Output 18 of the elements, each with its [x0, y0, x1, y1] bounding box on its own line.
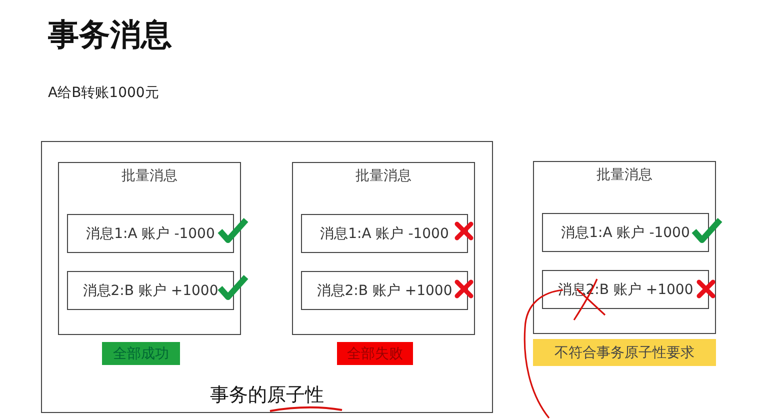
- box-heading: 批量消息: [120, 167, 178, 185]
- message-box: 消息1:A 账户 -1000: [301, 214, 468, 253]
- frame-caption: 事务的原子性: [209, 383, 325, 408]
- status-badge: 全部失败: [337, 342, 413, 365]
- batch-box: [292, 162, 475, 335]
- message-box: 消息1:A 账户 -1000: [542, 213, 709, 252]
- message-box: 消息2:B 账户 +1000: [301, 271, 468, 310]
- group-frame: [41, 141, 493, 413]
- box-heading: 批量消息: [354, 167, 412, 185]
- title: 事务消息: [48, 16, 172, 55]
- message-box: 消息2:B 账户 +1000: [67, 271, 234, 310]
- status-badge: 不符合事务原子性要求: [533, 339, 716, 366]
- box-heading: 批量消息: [596, 166, 654, 184]
- batch-box: [58, 162, 241, 335]
- subtitle: A给B转账1000元: [48, 84, 159, 102]
- batch-box: [533, 161, 716, 334]
- message-box: 消息1:A 账户 -1000: [67, 214, 234, 253]
- status-badge: 全部成功: [102, 342, 180, 365]
